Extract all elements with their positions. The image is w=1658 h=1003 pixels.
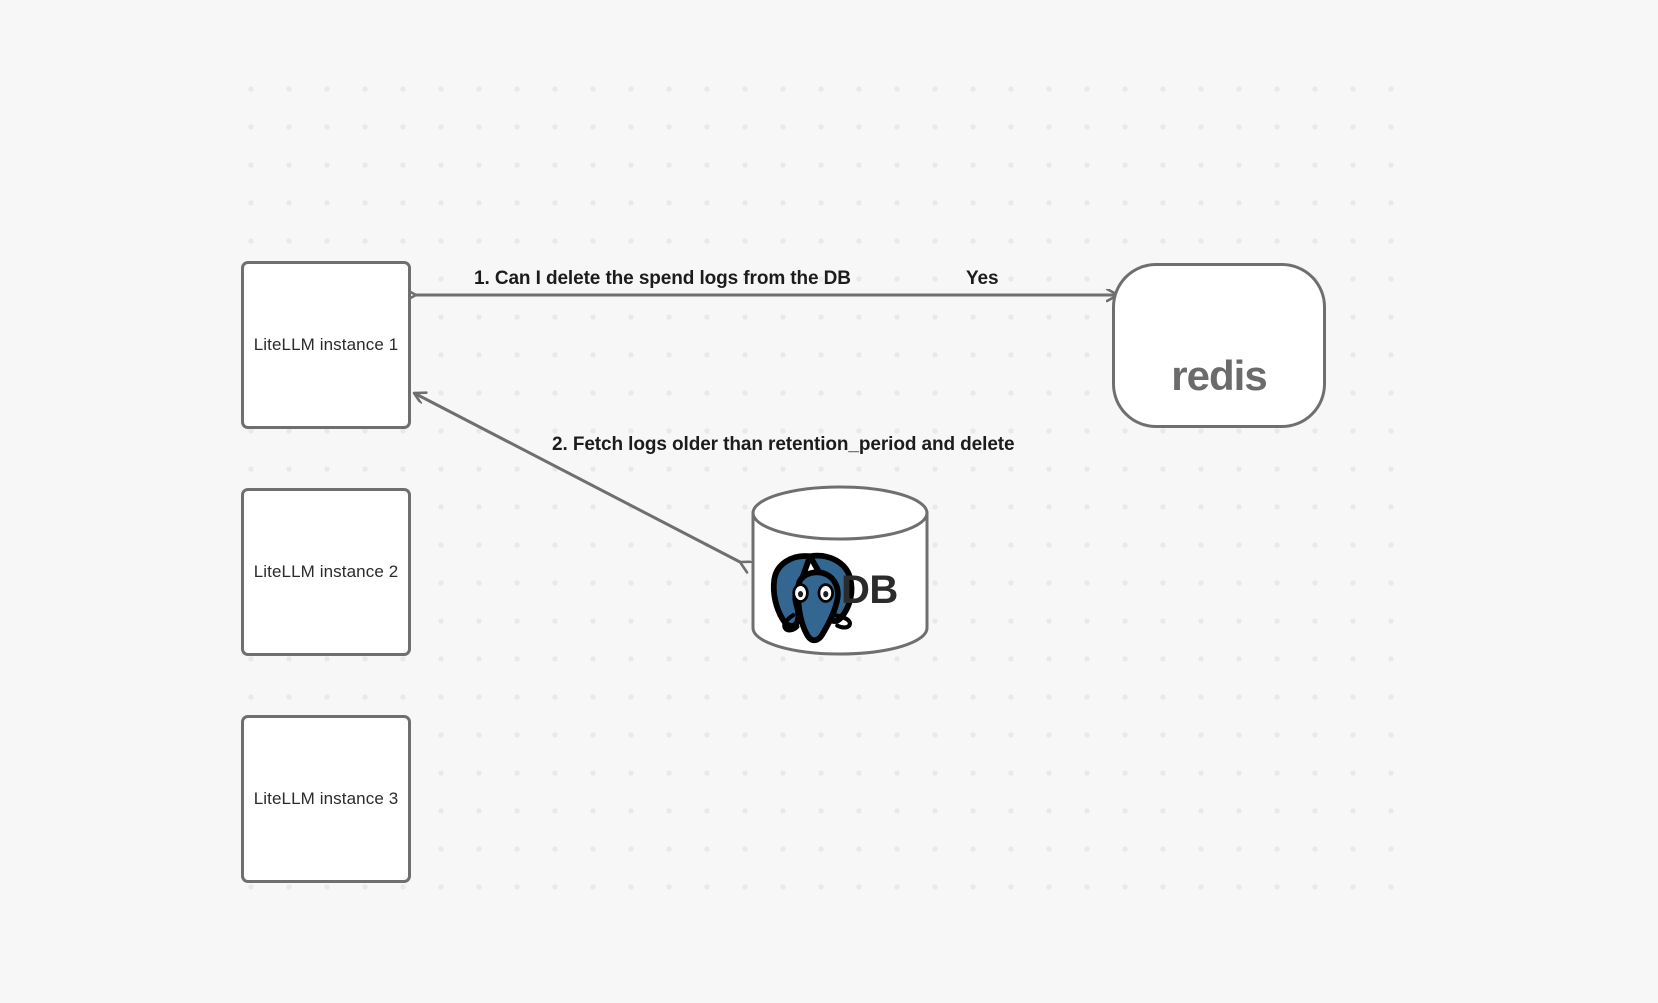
node-litellm-instance-1[interactable]: LiteLLM instance 1 bbox=[241, 261, 411, 429]
node-redis[interactable] bbox=[1112, 263, 1326, 428]
edge-database-instance1 bbox=[414, 393, 740, 562]
edge-label-fetch-delete: 2. Fetch logs older than retention_perio… bbox=[552, 434, 1015, 455]
node-label-instance-1: LiteLLM instance 1 bbox=[253, 335, 399, 354]
postgresql-elephant-icon bbox=[770, 552, 855, 644]
edge-label-reply: Yes bbox=[966, 268, 999, 289]
node-label-instance-3: LiteLLM instance 3 bbox=[253, 789, 399, 808]
node-litellm-instance-3[interactable]: LiteLLM instance 3 bbox=[241, 715, 411, 883]
database-label: DB bbox=[841, 568, 898, 612]
edge-label-request: 1. Can I delete the spend logs from the … bbox=[474, 268, 851, 289]
node-litellm-instance-2[interactable]: LiteLLM instance 2 bbox=[241, 488, 411, 656]
redis-wordmark: redis bbox=[1171, 352, 1267, 399]
node-label-instance-2: LiteLLM instance 2 bbox=[253, 562, 399, 581]
